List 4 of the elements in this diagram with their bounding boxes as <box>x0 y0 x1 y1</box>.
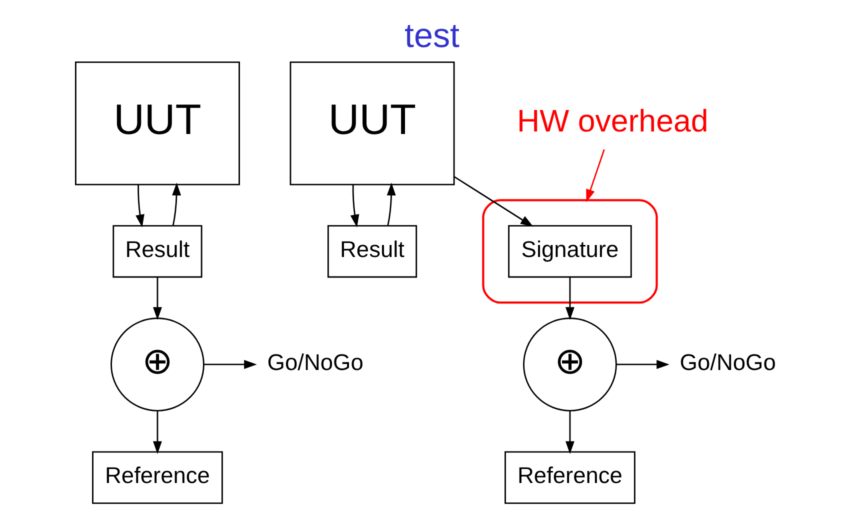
node-text: HW overhead <box>517 103 708 138</box>
node-text: Go/NoGo <box>680 348 776 375</box>
diagram-title: test <box>404 16 460 55</box>
node-text: Go/NoGo <box>267 348 364 375</box>
